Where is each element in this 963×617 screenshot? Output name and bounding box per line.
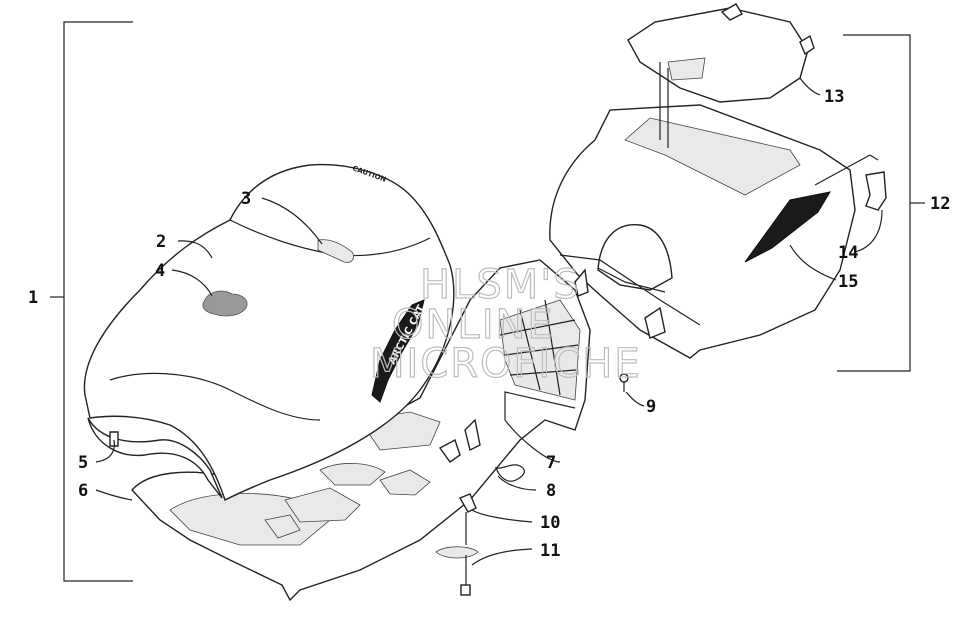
watermark-line-3: MICROFICHE [370, 341, 642, 387]
callout-3: 3 [241, 189, 251, 209]
screw-part [619, 373, 629, 392]
callouts: 1 2 3 4 5 6 7 8 9 10 11 12 13 14 15 [28, 87, 950, 561]
watermark: HLSM'S ONLINE MICROFICHE [369, 261, 642, 387]
watermark-line-1: HLSM'S [420, 262, 581, 308]
cable-part [494, 464, 525, 482]
bolt-part [435, 546, 479, 596]
latch-part [865, 171, 887, 211]
pad-part [202, 290, 248, 317]
leader-lines [95, 77, 883, 566]
callout-14: 14 [838, 243, 858, 263]
callout-13: 13 [824, 87, 844, 107]
callout-7: 7 [546, 453, 556, 473]
callout-15: 15 [838, 272, 858, 292]
callout-6: 6 [78, 481, 88, 501]
watermark-line-2: ONLINE [392, 302, 555, 348]
cap-part [458, 493, 477, 513]
callout-11: 11 [540, 541, 560, 561]
callout-1: 1 [28, 288, 38, 308]
seat-cushion-part: ARCTIC CAT CAUTION [83, 163, 455, 501]
clip-part [109, 431, 119, 447]
bracket-12 [837, 34, 925, 372]
strap-part [317, 239, 354, 263]
callout-5: 5 [78, 453, 88, 473]
callout-2: 2 [156, 232, 166, 252]
storage-box-part [549, 104, 879, 359]
callout-8: 8 [546, 481, 556, 501]
lid-part [627, 3, 815, 148]
bracket-1 [50, 21, 133, 582]
callout-12: 12 [930, 194, 950, 214]
callout-10: 10 [540, 513, 560, 533]
callout-4: 4 [155, 261, 165, 281]
callout-9: 9 [646, 397, 656, 417]
